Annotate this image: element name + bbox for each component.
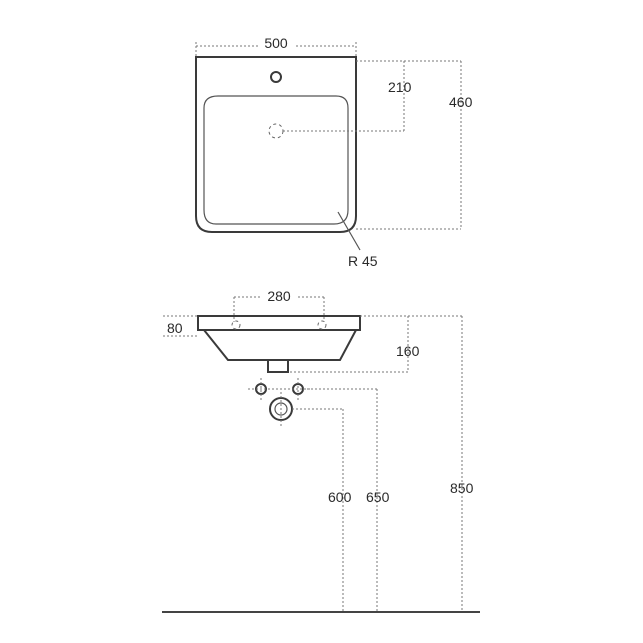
depth-label: 460: [449, 94, 473, 110]
waste-pipe-inner: [274, 402, 288, 416]
tap-hole-right: [317, 320, 327, 330]
drain-outline: [268, 123, 284, 139]
basin-rim: [197, 315, 361, 331]
rim-floor-height-label: 850: [450, 480, 474, 496]
basin-outer-outline: [195, 56, 357, 233]
bowl-depth-label: 160: [396, 343, 420, 359]
radius-label: R 45: [348, 253, 378, 269]
rim-height-label: 80: [167, 320, 183, 336]
tap-spacing-label: 280: [267, 288, 291, 304]
top-view: 500 210 460 R 45: [195, 34, 473, 269]
side-view: 280 80 160 600 650 850: [162, 288, 480, 613]
drain-outlet: [267, 360, 289, 373]
basin-inner-bowl: [203, 95, 349, 225]
tap-offset-label: 210: [388, 79, 412, 95]
basin-bowl-side: [203, 329, 357, 361]
upper-pipe-height-label: 650: [366, 489, 390, 505]
tap-hole-left: [231, 320, 241, 330]
radius-leader: [337, 211, 361, 251]
lower-pipe-height-label: 600: [328, 489, 352, 505]
tap-hole: [270, 71, 282, 83]
width-dim-label: 500: [264, 35, 288, 51]
